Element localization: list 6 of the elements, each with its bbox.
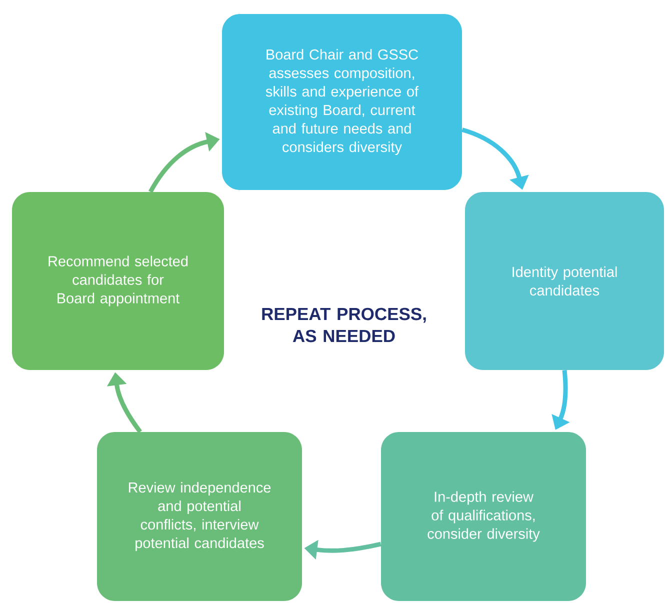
process-box: Review independence and potential conflicts, interview potential candidates <box>97 432 302 601</box>
process-box: In-depth review of qualifications, consider diversity <box>381 432 586 601</box>
process-box: Board Chair and GSSC assesses composition, skills and experience of existing Board, current and future needs and considers diversity <box>222 14 462 190</box>
process-box: Recommend selected candidates for Board appointment <box>12 192 224 370</box>
process-box: Identity potential candidates <box>465 192 664 370</box>
center-label: REPEAT PROCESS, AS NEEDED <box>262 308 426 342</box>
